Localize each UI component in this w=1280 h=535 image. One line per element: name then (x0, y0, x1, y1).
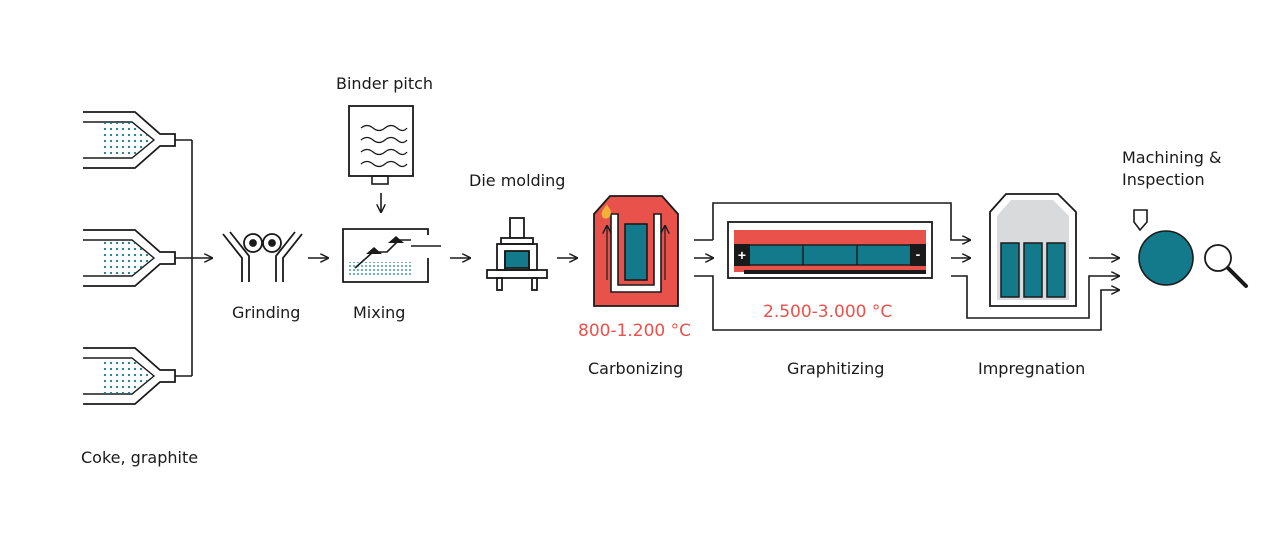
hopper-icon-top (83, 111, 176, 169)
label-binder-pitch: Binder pitch (336, 74, 434, 93)
hopper-icon-middle (83, 229, 176, 287)
hopper-collector-lines (175, 139, 212, 377)
label-die-molding: Die molding (469, 171, 566, 190)
label-mixing: Mixing (353, 303, 406, 322)
electrode-minus: - (916, 246, 921, 262)
mixer-icon (342, 228, 441, 283)
binder-tank-icon (348, 105, 414, 185)
temp-graphitizing: 2.500-3.000 °C (763, 302, 893, 322)
hopper-icon-bottom (83, 347, 176, 405)
graphitizing-furnace-icon: + - (727, 221, 933, 279)
electrode-plus: + (738, 247, 746, 263)
carbonizing-furnace-icon (593, 195, 679, 307)
label-machining-line2: Inspection (1122, 170, 1205, 189)
label-carbonizing: Carbonizing (588, 359, 684, 378)
die-press-icon (486, 217, 548, 291)
label-coke-graphite: Coke, graphite (81, 448, 199, 467)
cutting-tool-icon (1133, 209, 1194, 286)
label-impregnation: Impregnation (978, 359, 1086, 378)
impregnation-vessel-icon (989, 193, 1077, 307)
connector-lines (694, 202, 1119, 331)
temp-carbonizing: 800-1.200 °C (578, 321, 692, 341)
magnifier-icon (1204, 244, 1248, 288)
label-machining-line1: Machining & (1122, 148, 1222, 167)
label-grinding: Grinding (232, 303, 301, 322)
label-graphitizing: Graphitizing (787, 359, 885, 378)
grinder-rollers-icon (222, 231, 303, 282)
